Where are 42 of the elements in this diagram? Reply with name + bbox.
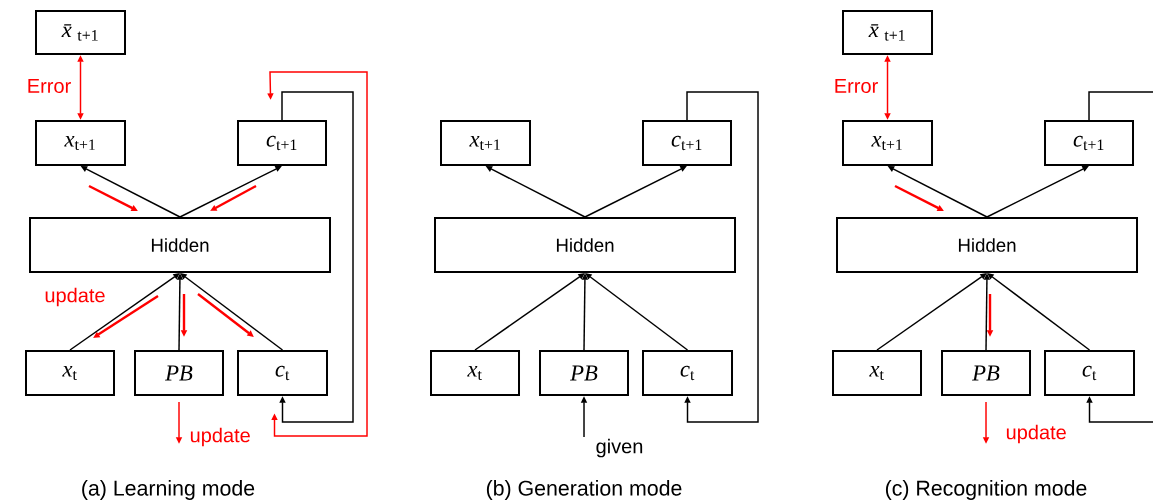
panel-caption: (c) Recognition mode	[885, 480, 1087, 500]
variable-box: PB	[134, 350, 224, 396]
edge-label: update	[188, 426, 253, 448]
variable-box: x$_{t}$	[25, 350, 115, 396]
connector-arrow	[584, 166, 687, 218]
connector-arrow	[876, 273, 987, 351]
given-label: given	[596, 438, 643, 458]
connector-arrow	[987, 273, 1091, 351]
connector-arrow	[684, 91, 759, 423]
variable-box: c$_{t+1}$	[642, 120, 732, 166]
annotation-label: update	[45, 287, 105, 307]
connector-arrow	[585, 273, 689, 351]
variable-box: c$_{t+1}$	[1044, 120, 1134, 166]
connector-arrow	[267, 71, 368, 437]
variable-box: x̄$_{t+1}$	[35, 10, 126, 55]
variable-box: PB	[539, 350, 629, 396]
variable-box: x̄$_{t+1}$	[842, 10, 933, 55]
variable-box: PB	[941, 350, 1031, 396]
hidden-layer-box: Hidden	[29, 217, 331, 273]
variable-box: x$_{t+1}$	[440, 120, 531, 166]
variable-box: x$_{t+1}$	[842, 120, 933, 166]
variable-box: x$_{t}$	[430, 350, 520, 396]
connector-arrow	[180, 273, 284, 351]
panel-caption: (b) Generation mode	[486, 480, 682, 500]
variable-box: c$_{t}$	[1044, 350, 1135, 396]
connector-arrow	[279, 91, 354, 423]
edge-label: Error	[832, 77, 880, 95]
connector-arrow	[69, 273, 180, 351]
panel-caption: (a) Learning mode	[82, 480, 255, 500]
variable-box: c$_{t}$	[642, 350, 733, 396]
hidden-layer-box: Hidden	[836, 217, 1138, 273]
variable-box: c$_{t}$	[237, 350, 328, 396]
edge-label: update	[1004, 423, 1069, 445]
edge-label: Error	[25, 77, 73, 95]
hidden-layer-box: Hidden	[434, 217, 736, 273]
connector-arrow	[474, 273, 585, 351]
variable-box: x$_{t}$	[832, 350, 922, 396]
connector-arrow	[179, 166, 282, 218]
connector-arrow	[986, 166, 1089, 218]
connector-arrow	[1086, 91, 1153, 423]
variable-box: c$_{t+1}$	[237, 120, 327, 166]
variable-box: x$_{t+1}$	[35, 120, 126, 166]
